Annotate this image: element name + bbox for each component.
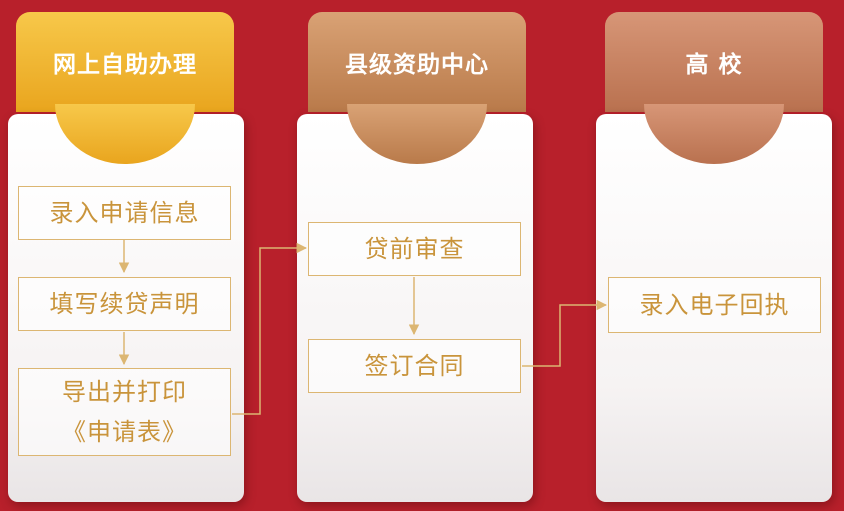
column-1-title: 网上自助办理: [16, 12, 234, 112]
step-sign-contract: 签订合同: [308, 339, 521, 393]
step-export-print: 导出并打印 《申请表》: [18, 368, 231, 456]
step-export-print-line1: 导出并打印: [62, 378, 187, 406]
arrow-contract-to-receipt: [522, 299, 608, 367]
column-2-panel: [297, 114, 533, 502]
column-3-title: 高 校: [605, 12, 823, 112]
step-enter-application: 录入申请信息: [18, 186, 231, 240]
step-enter-e-receipt: 录入电子回执: [608, 277, 821, 333]
step-pre-loan-review: 贷前审查: [308, 222, 521, 276]
arrow-print-to-review: [232, 242, 308, 415]
step-export-print-line2: 《申请表》: [62, 418, 187, 446]
step-fill-declaration: 填写续贷声明: [18, 277, 231, 331]
column-2-title: 县级资助中心: [308, 12, 526, 112]
